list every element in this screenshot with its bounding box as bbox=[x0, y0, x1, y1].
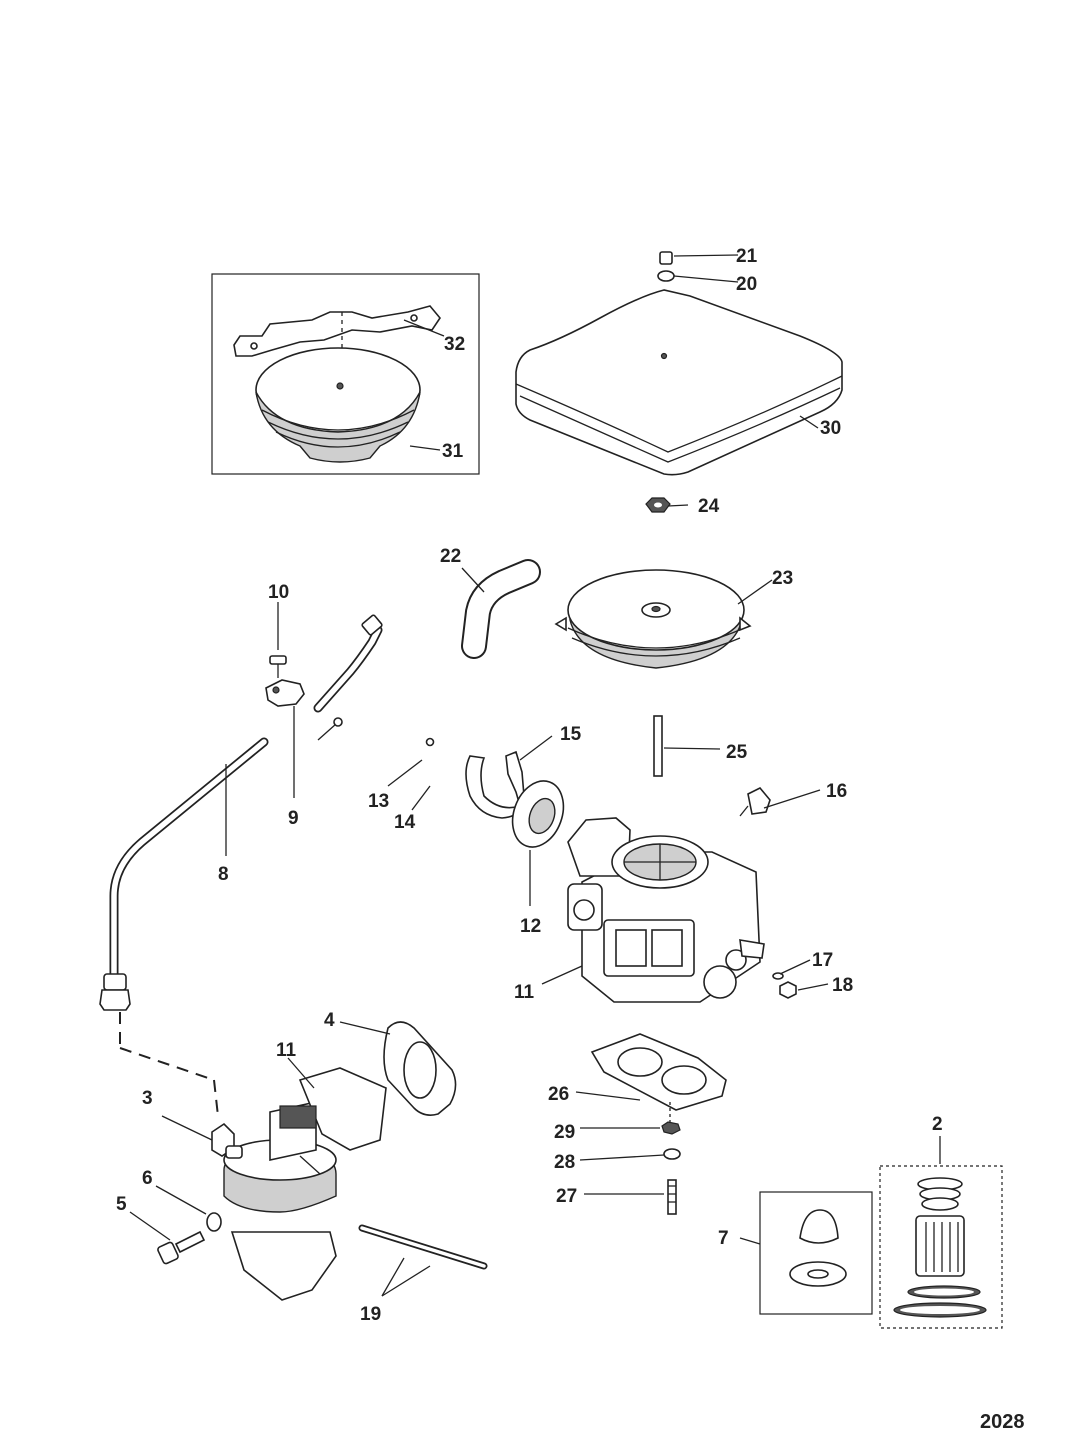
carburetor bbox=[567, 715, 797, 1003]
callout-31: 31 bbox=[442, 441, 464, 462]
callout-6: 6 bbox=[142, 1168, 153, 1189]
callout-21: 21 bbox=[736, 246, 758, 267]
callout-22: 22 bbox=[440, 546, 461, 567]
grommet-kit bbox=[759, 1191, 873, 1315]
callout-11-pump: 11 bbox=[276, 1040, 297, 1061]
carburetor-fasteners bbox=[661, 1102, 681, 1215]
callout-11: 11 bbox=[514, 982, 535, 1003]
clamp bbox=[265, 679, 305, 707]
flame-arrestor-cover bbox=[515, 251, 843, 476]
callout-29: 29 bbox=[554, 1122, 575, 1143]
flame-arrestor bbox=[554, 569, 752, 669]
callout-32: 32 bbox=[444, 334, 465, 355]
vent-tube bbox=[313, 614, 383, 713]
carburetor-gasket bbox=[590, 1033, 727, 1111]
bracket-hardware bbox=[317, 717, 525, 819]
fuel-pump-gasket bbox=[383, 1021, 457, 1116]
nut bbox=[645, 497, 671, 513]
leader-lines bbox=[129, 254, 941, 1297]
callout-7: 7 bbox=[718, 1228, 729, 1249]
flame-arrestor-inset bbox=[211, 273, 480, 475]
callout-30: 30 bbox=[820, 418, 841, 439]
fuel-filter-kit bbox=[879, 1165, 1003, 1329]
callout-4: 4 bbox=[324, 1010, 335, 1031]
callout-5: 5 bbox=[116, 1194, 127, 1215]
fuel-pump-fitting bbox=[211, 1122, 243, 1159]
callout-15: 15 bbox=[560, 724, 582, 745]
callout-14: 14 bbox=[394, 812, 416, 833]
callout-17: 17 bbox=[812, 950, 833, 971]
callout-23: 23 bbox=[772, 568, 793, 589]
callout-2: 2 bbox=[932, 1114, 943, 1135]
fuel-pump bbox=[119, 1012, 387, 1301]
figure-number: 2028 bbox=[980, 1411, 1025, 1433]
callout-28: 28 bbox=[554, 1152, 575, 1173]
callout-19: 19 bbox=[360, 1304, 381, 1325]
callout-10: 10 bbox=[268, 582, 289, 603]
lock-washer bbox=[206, 1212, 222, 1232]
choke-diaphragm bbox=[511, 780, 565, 848]
callout-9: 9 bbox=[288, 808, 299, 829]
vent-hose bbox=[461, 559, 541, 659]
callout-3: 3 bbox=[142, 1088, 153, 1109]
mounting-bolt bbox=[157, 1230, 206, 1265]
callout-12: 12 bbox=[520, 916, 541, 937]
callout-18: 18 bbox=[832, 975, 853, 996]
callout-26: 26 bbox=[548, 1084, 569, 1105]
callout-16: 16 bbox=[826, 781, 847, 802]
callout-labels: 21 20 32 31 30 24 22 23 10 15 25 16 13 9… bbox=[116, 246, 943, 1325]
vent-tube-19 bbox=[358, 1224, 488, 1270]
callout-13: 13 bbox=[368, 791, 389, 812]
screw bbox=[269, 655, 287, 678]
callout-25: 25 bbox=[726, 742, 748, 763]
callout-20: 20 bbox=[736, 274, 757, 295]
callout-24: 24 bbox=[698, 496, 720, 517]
fuel-line bbox=[99, 737, 269, 1011]
callout-8: 8 bbox=[218, 864, 229, 885]
callout-27: 27 bbox=[556, 1186, 577, 1207]
